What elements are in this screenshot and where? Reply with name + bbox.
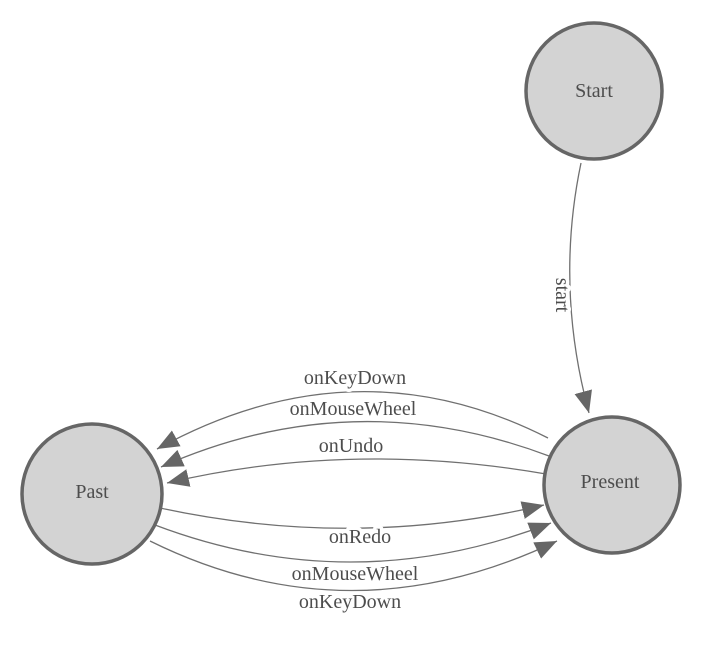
edge-label-onmousewheel-bottom: onMouseWheel — [292, 563, 419, 585]
edge-past-to-present-onredo — [159, 501, 545, 529]
node-present-circle[interactable] — [542, 415, 682, 555]
node-start-label: Start — [575, 80, 613, 102]
edge-past-to-present-onmousewheel — [154, 522, 552, 563]
edge-label-start: start — [551, 278, 573, 313]
edge-past-to-present-onkeydown — [149, 540, 558, 592]
edge-label-onmousewheel-top: onMouseWheel — [290, 398, 417, 420]
edge-present-to-past-onkeydown — [156, 390, 549, 450]
edge-present-to-past-onmousewheel — [160, 420, 550, 468]
node-past-label: Past — [75, 481, 109, 503]
edge-label-onkeydown-top: onKeyDown — [304, 367, 406, 389]
node-past-circle[interactable] — [20, 422, 164, 566]
edge-label-onredo: onRedo — [329, 526, 391, 548]
edge-present-to-past-onundo — [166, 458, 547, 487]
node-start-circle[interactable] — [524, 21, 664, 161]
edge-label-onkeydown-bottom: onKeyDown — [299, 591, 401, 613]
edge-label-onundo: onUndo — [319, 435, 383, 457]
edge-start-to-present — [569, 162, 592, 414]
node-present-label: Present — [581, 471, 640, 493]
